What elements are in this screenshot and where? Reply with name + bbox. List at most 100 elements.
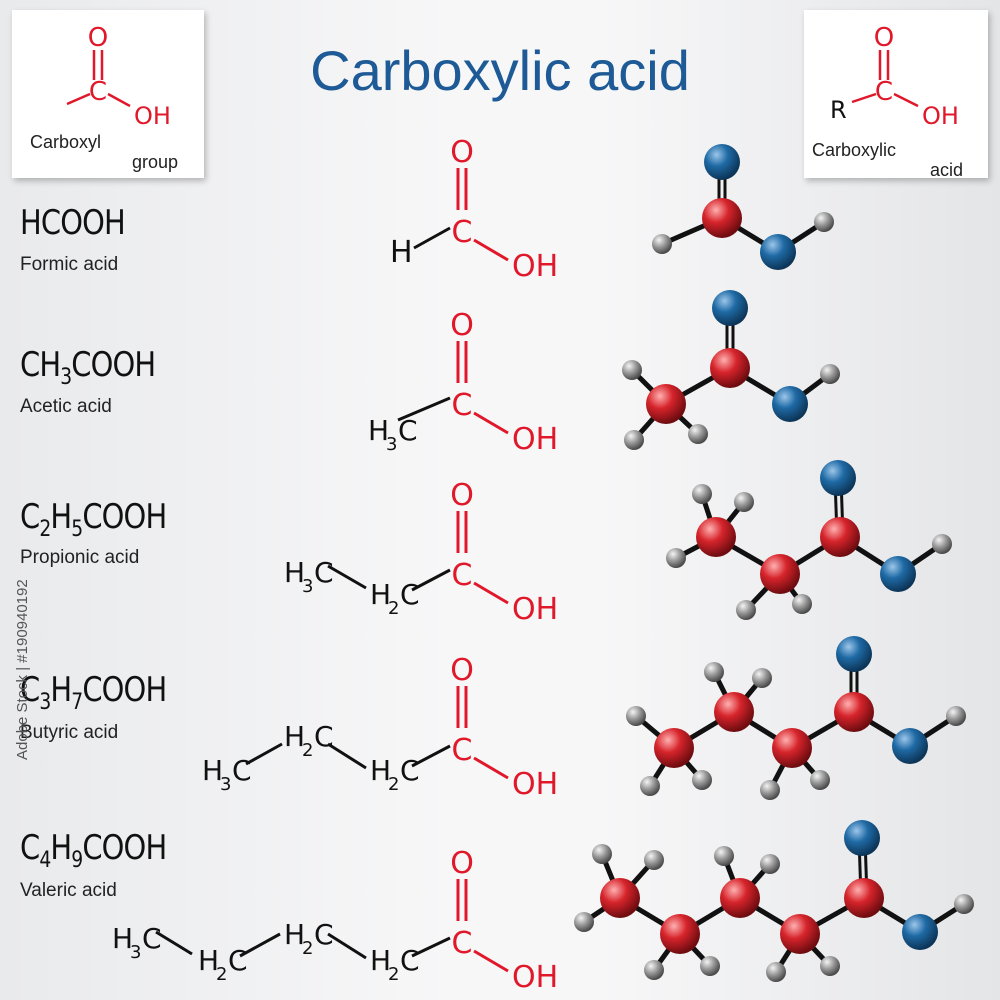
methylene-group-carbon: C <box>314 918 334 951</box>
methyl-group-carbon: C <box>398 414 418 447</box>
methylene-group-carbon: C <box>228 944 248 977</box>
oxygen-label: O <box>450 653 474 688</box>
methylene-group-label: H <box>370 754 391 787</box>
acid-name-valeric: Valeric acid <box>20 880 117 901</box>
hydrogen-atom <box>810 770 830 790</box>
bond-line <box>473 411 509 435</box>
hydrogen-atom <box>666 548 686 568</box>
carbon-label: C <box>452 558 473 593</box>
carbon-atom <box>780 914 820 954</box>
formula-part: CH <box>20 345 61 385</box>
hydrogen-atom <box>736 600 756 620</box>
formula-valeric: C4H9COOH <box>20 828 167 873</box>
formula-formic: HCOOH <box>20 203 126 243</box>
stock-watermark: Adobe Stock | #190940192 <box>14 579 31 760</box>
hydrogen-atom <box>592 844 612 864</box>
carbon-label: C <box>452 215 473 250</box>
bond-line <box>413 226 451 250</box>
formula-part: COOH <box>82 670 167 710</box>
bond-line <box>155 930 193 956</box>
hydrogen-atom <box>760 854 780 874</box>
oxygen-atom <box>712 290 748 326</box>
bond-line <box>411 744 451 768</box>
oxygen-atom <box>892 728 928 764</box>
card-label-line1: Carboxyl <box>30 132 102 152</box>
formula-part: COOH <box>82 828 167 868</box>
methyl-group-subscript: 3 <box>220 774 231 795</box>
hydrogen-atom <box>760 780 780 800</box>
hydrogen-atom <box>820 364 840 384</box>
hydrogen-atom <box>700 956 720 976</box>
methylene-group-label: H <box>370 944 391 977</box>
card-label-line2: group <box>132 152 179 172</box>
carboxylic-acid-card: O C R OH Carboxylic acid <box>804 10 988 180</box>
hydroxyl-label: OH <box>922 102 959 130</box>
methyl-group-subscript: 3 <box>302 576 313 597</box>
formula-part: H <box>50 828 72 868</box>
hydroxyl-label: OH <box>512 592 558 627</box>
acid-name-formic: Formic acid <box>20 254 119 275</box>
formula-part: H <box>50 497 72 537</box>
hydrogen-atom <box>954 894 974 914</box>
page-title: Carboxylic acid <box>310 39 690 102</box>
oxygen-label: O <box>88 23 108 53</box>
bond-line <box>473 238 509 262</box>
card-label-line1: Carboxylic <box>812 140 897 160</box>
hydrogen-atom <box>814 212 834 232</box>
methylene-group-carbon: C <box>400 944 420 977</box>
acid-name-acetic: Acetic acid <box>20 396 112 417</box>
methylene-group-label: H <box>284 918 305 951</box>
hydrogen-atom <box>652 234 672 254</box>
hydrogen-atom <box>946 706 966 726</box>
methyl-group-carbon: C <box>142 922 162 955</box>
hydrogen-atom <box>692 770 712 790</box>
carbon-atom <box>600 878 640 918</box>
oxygen-atom <box>880 556 916 592</box>
hydrogen-label: H <box>390 235 413 270</box>
formula-part: C <box>20 670 40 710</box>
formula-subscript: 3 <box>60 365 72 390</box>
carboxyl-group-card: O C OH Carboxyl group <box>12 10 204 178</box>
hydrogen-atom <box>622 360 642 380</box>
bond-line <box>239 932 281 958</box>
model-atoms <box>574 144 974 982</box>
hydrogen-atom <box>644 850 664 870</box>
formula-part: C <box>20 828 40 868</box>
carbon-atom <box>820 517 860 557</box>
methylene-group-subscript: 2 <box>302 938 313 959</box>
carbon-label: C <box>89 77 107 107</box>
hydrogen-atom <box>792 594 812 614</box>
carbon-atom <box>714 692 754 732</box>
carboxyl-group-structure: O C OH <box>66 23 171 130</box>
oxygen-label: O <box>450 846 474 881</box>
hydrogen-atom <box>626 706 646 726</box>
formula-subscript: 5 <box>71 517 83 542</box>
carbon-atom <box>654 728 694 768</box>
methyl-group-subscript: 3 <box>130 942 141 963</box>
methyl-group-subscript: 3 <box>386 434 397 455</box>
carbon-atom <box>720 878 760 918</box>
hydrogen-atom <box>692 484 712 504</box>
bond-line <box>327 932 367 960</box>
methylene-group-subscript: 2 <box>388 774 399 795</box>
hydrogen-atom <box>820 956 840 976</box>
methylene-group-label: H <box>370 578 391 611</box>
formula-propionic: C2H5COOH <box>20 497 167 542</box>
hydrogen-atom <box>734 492 754 512</box>
hydroxyl-label: OH <box>512 767 558 802</box>
oxygen-atom <box>760 234 796 270</box>
hydrogen-atom <box>640 776 660 796</box>
carbon-label: C <box>452 733 473 768</box>
hydrogen-atom <box>766 962 786 982</box>
carbon-label: C <box>875 77 893 107</box>
hydroxyl-label: OH <box>134 102 171 130</box>
acid-name-propionic: Propionic acid <box>20 547 140 568</box>
acid-name-butyric: Butyric acid <box>20 722 119 743</box>
methylene-group-subscript: 2 <box>388 964 399 985</box>
hydrogen-atom <box>624 430 644 450</box>
formula-subscript: 9 <box>71 848 83 873</box>
methyl-group-label: H <box>284 556 305 589</box>
carbon-atom <box>710 348 750 388</box>
formula-subscript: 4 <box>39 848 51 873</box>
